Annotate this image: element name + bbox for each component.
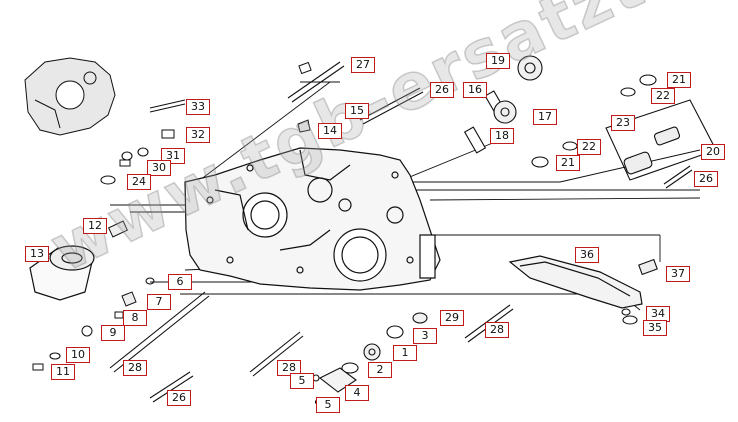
callout-20: 20 xyxy=(701,144,725,160)
callout-26a: 26 xyxy=(430,82,454,98)
callout-17: 17 xyxy=(533,109,557,125)
callout-6: 6 xyxy=(168,274,192,290)
callout-21a: 21 xyxy=(667,72,691,88)
small-parts-left xyxy=(32,61,312,371)
engine-inset-thumbnail xyxy=(24,57,116,136)
callout-27: 27 xyxy=(351,57,375,73)
callout-5a: 5 xyxy=(290,373,314,389)
callout-18: 18 xyxy=(490,128,514,144)
callout-14: 14 xyxy=(318,123,342,139)
callout-33: 33 xyxy=(186,99,210,115)
callout-10: 10 xyxy=(66,347,90,363)
callout-9: 9 xyxy=(101,325,125,341)
callout-1: 1 xyxy=(393,345,417,361)
callout-28b: 28 xyxy=(123,360,147,376)
callout-7: 7 xyxy=(147,294,171,310)
washers xyxy=(49,74,657,374)
strainer xyxy=(107,220,129,238)
callout-12: 12 xyxy=(83,218,107,234)
callout-37: 37 xyxy=(666,266,690,282)
callout-5b: 5 xyxy=(316,397,340,413)
callout-2: 2 xyxy=(368,362,392,378)
sensor xyxy=(638,258,658,276)
chain-guide xyxy=(508,255,643,309)
crankcase-half xyxy=(184,147,441,291)
callout-4: 4 xyxy=(345,385,369,401)
callout-26c: 26 xyxy=(167,390,191,406)
callout-35: 35 xyxy=(643,320,667,336)
callout-15: 15 xyxy=(345,103,369,119)
callout-13: 13 xyxy=(25,246,49,262)
callout-19: 19 xyxy=(486,53,510,69)
callout-28c: 28 xyxy=(277,360,301,376)
callout-8: 8 xyxy=(123,310,147,326)
long-bolts xyxy=(109,61,693,403)
callout-30: 30 xyxy=(147,160,171,176)
callout-22a: 22 xyxy=(651,88,675,104)
callout-3: 3 xyxy=(413,328,437,344)
callout-28a: 28 xyxy=(485,322,509,338)
callout-29: 29 xyxy=(440,310,464,326)
callout-23: 23 xyxy=(611,115,635,131)
callout-21b: 21 xyxy=(556,155,580,171)
callout-32: 32 xyxy=(186,127,210,143)
callout-24: 24 xyxy=(127,174,151,190)
gears xyxy=(363,55,543,361)
callout-34: 34 xyxy=(646,306,670,322)
callout-11: 11 xyxy=(51,364,75,380)
tensioner-assembly xyxy=(605,99,717,181)
callout-22b: 22 xyxy=(577,139,601,155)
callout-26b: 26 xyxy=(694,171,718,187)
callout-36: 36 xyxy=(575,247,599,263)
callout-16: 16 xyxy=(463,82,487,98)
